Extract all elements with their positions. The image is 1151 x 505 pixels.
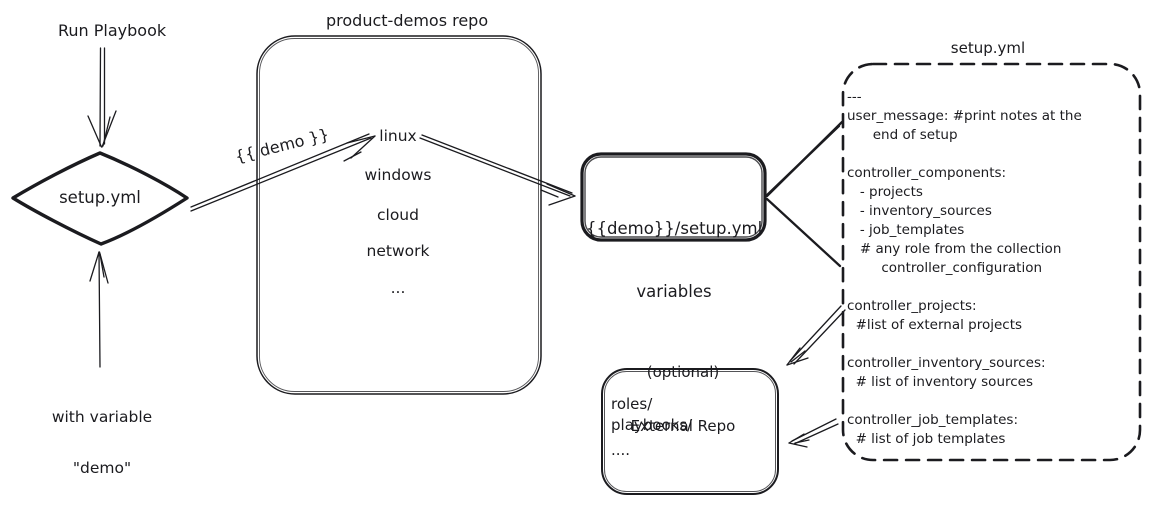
setup-file-box xyxy=(841,62,1142,462)
with-variable-line2: "demo" xyxy=(72,459,132,477)
yaml-line xyxy=(847,392,1082,411)
yaml-line xyxy=(847,335,1082,354)
arrow-demo-to-linux xyxy=(190,133,376,212)
yaml-line: controller_projects: xyxy=(847,298,977,314)
repo-item-windows: windows xyxy=(364,166,432,184)
yaml-line: # list of job templates xyxy=(847,431,1006,447)
setup-file-title: setup.yml xyxy=(950,39,1026,57)
repo-item-network: network xyxy=(366,242,430,260)
repo-item-cloud: cloud xyxy=(377,206,419,224)
external-repo-title-line2: External Repo xyxy=(630,417,736,435)
yaml-line: # any role from the collection xyxy=(847,241,1062,257)
repo-box xyxy=(256,35,542,395)
diamond-shape xyxy=(11,151,189,246)
arrow-job-templates-to-external-repo xyxy=(788,418,839,448)
yaml-line: - job_templates xyxy=(847,222,965,238)
yaml-line: user_message: #print notes at the xyxy=(847,108,1082,124)
with-variable-line1: with variable xyxy=(51,408,153,426)
yaml-line: controller_components: xyxy=(847,165,1007,181)
yaml-line xyxy=(847,278,1082,297)
variables-to-setup-file-lines xyxy=(763,120,844,268)
arrow-with-variable-to-diamond xyxy=(89,251,109,368)
repo-title: product-demos repo xyxy=(326,11,489,30)
arrow-run-playbook-to-diamond xyxy=(87,47,117,148)
repo-item-linux: linux xyxy=(379,127,417,145)
external-repo-line-roles: roles/ xyxy=(611,395,653,413)
external-repo-line-ellipsis: .... xyxy=(611,441,631,459)
yaml-line xyxy=(847,145,1082,164)
yaml-line: controller_inventory_sources: xyxy=(847,355,1046,371)
external-repo-title: (optional) External Repo xyxy=(608,327,758,471)
with-variable-label: with variable "demo" xyxy=(28,375,176,505)
variables-box-label: {{demo}}/setup.yml variables xyxy=(586,176,762,344)
arrow-projects-to-external-repo xyxy=(786,305,846,366)
yaml-line: - projects xyxy=(847,184,923,200)
yaml-line: - inventory_sources xyxy=(847,203,992,219)
yaml-line: controller_job_templates: xyxy=(847,412,1019,428)
yaml-line: end of setup xyxy=(847,127,958,143)
yaml-line: --- xyxy=(847,89,862,105)
arrow-linux-to-variables xyxy=(419,134,576,206)
yaml-line: # list of inventory sources xyxy=(847,374,1034,390)
external-repo-box xyxy=(601,368,779,495)
variables-box-line2: variables xyxy=(636,282,712,301)
variables-box-line1: {{demo}}/setup.yml xyxy=(586,219,763,238)
external-repo-title-line1: (optional) xyxy=(646,363,720,381)
yaml-line: controller_configuration xyxy=(847,260,1043,276)
setup-file-content: --- user_message: #print notes at the en… xyxy=(847,88,1082,449)
yaml-line: #list of external projects xyxy=(847,317,1023,333)
external-repo-line-playbooks: playbooks/ xyxy=(611,416,693,434)
run-playbook-label: Run Playbook xyxy=(58,21,167,40)
diamond-label: setup.yml xyxy=(59,188,141,207)
repo-item-ellipsis: ... xyxy=(390,279,406,297)
